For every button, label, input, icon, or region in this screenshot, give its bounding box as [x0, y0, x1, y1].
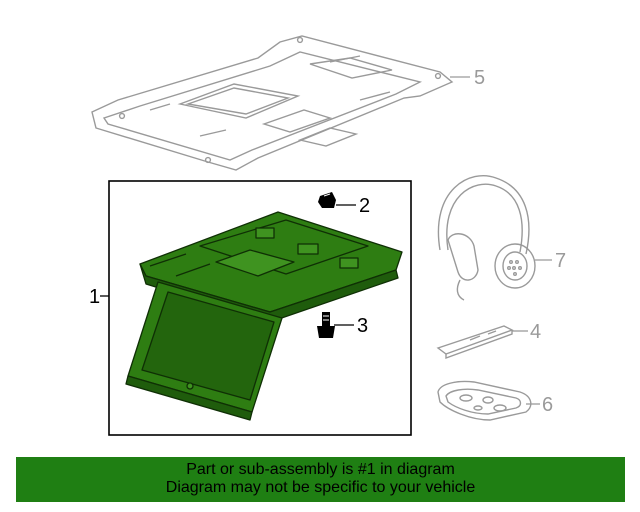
- banner-line-2: Diagram may not be specific to your vehi…: [165, 479, 476, 496]
- part-4-trim-strip: [436, 325, 514, 359]
- callout-5: 5: [474, 67, 485, 89]
- diagram-notice-banner: Part or sub-assembly is #1 in diagram Di…: [16, 457, 625, 502]
- part-2-clip: [318, 192, 336, 208]
- callout-3: 3: [357, 315, 368, 337]
- callout-6: 6: [542, 394, 553, 416]
- part-1-box: [108, 180, 412, 436]
- part-3-bolt: [317, 312, 335, 338]
- part-7-headphones: [437, 174, 536, 301]
- part-1-overhead-display: [125, 211, 403, 421]
- part-5-bracket: [91, 35, 454, 171]
- callout-2: 2: [359, 195, 370, 217]
- banner-line-1: Part or sub-assembly is #1 in diagram: [186, 461, 455, 478]
- part-6-lens: [437, 380, 532, 421]
- parts-diagram: 5 1 2 3: [89, 35, 566, 436]
- callout-7: 7: [555, 250, 566, 272]
- callout-4: 4: [530, 321, 541, 343]
- callout-1: 1: [89, 286, 100, 308]
